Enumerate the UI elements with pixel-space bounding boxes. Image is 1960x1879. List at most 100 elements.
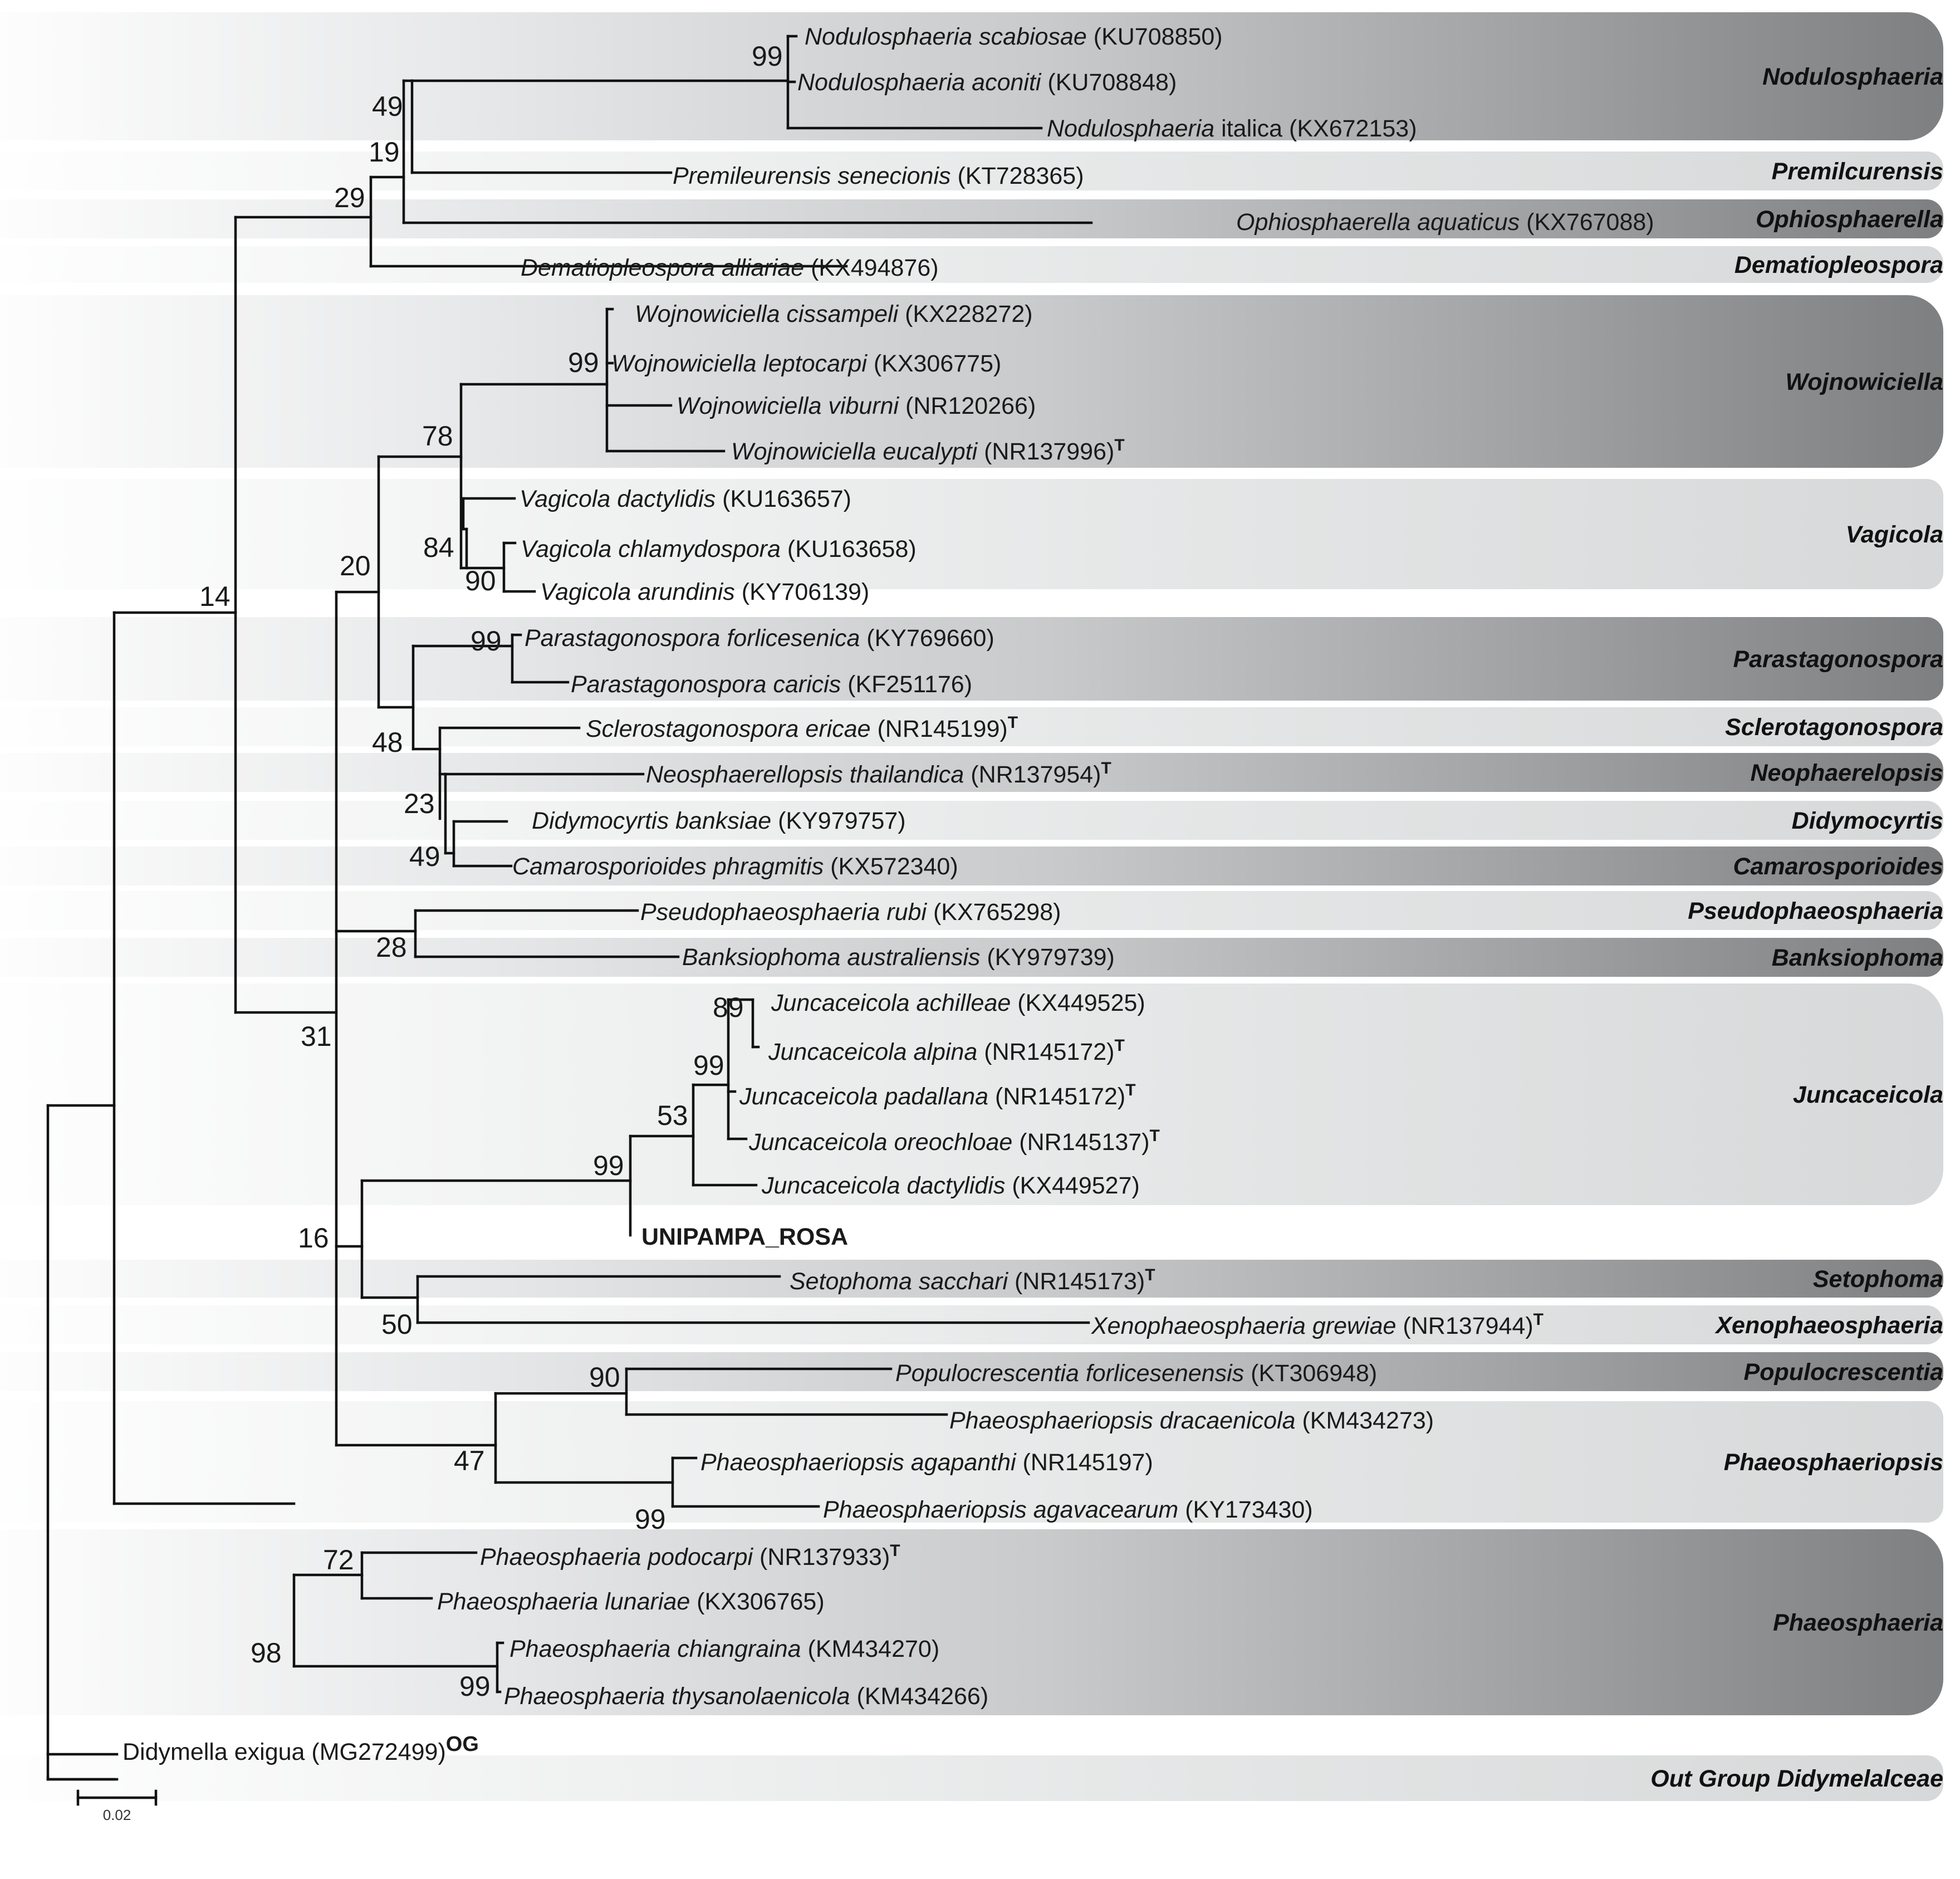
taxon-label: Phaeosphaeriopsis agavacearum (KY173430) (823, 1496, 1313, 1523)
taxon-label: UNIPAMPA_ROSA (641, 1224, 848, 1250)
bootstrap-value: 16 (298, 1222, 329, 1254)
bootstrap-value: 99 (471, 625, 502, 657)
genus-label: Dematiopleospora (1734, 252, 1943, 278)
genus-label: Phaeosphaeria (1773, 1609, 1943, 1636)
genus-label: Banksiophoma (1772, 945, 1943, 971)
band-background (0, 1305, 1943, 1344)
band-background (0, 846, 1943, 885)
band-background (0, 12, 1943, 140)
genus-label: Didymocyrtis (1792, 808, 1943, 834)
taxon-label: Phaeosphaeria lunariae (KX306765) (437, 1588, 825, 1615)
bootstrap-value: 29 (334, 182, 365, 213)
bootstrap-value: 98 (251, 1637, 282, 1668)
bootstrap-value: 99 (459, 1671, 491, 1702)
genus-label: Ophiosphaerella (1756, 206, 1943, 233)
bootstrap-value: 47 (454, 1445, 485, 1476)
taxon-label: Phaeosphaeriopsis agapanthi (NR145197) (700, 1449, 1153, 1476)
taxon-label: Parastagonospora forlicesenica (KY769660… (525, 625, 994, 652)
taxon-label: Wojnowiciella cissampeli (KX228272) (635, 301, 1033, 327)
band-camarosporioides: Camarosporioides (0, 846, 1943, 885)
genus-label: Parastagonospora (1733, 646, 1943, 673)
taxon-label: Populocrescentia forlicesenensis (KT3069… (895, 1360, 1377, 1387)
bootstrap-value: 84 (423, 532, 454, 563)
genus-label: Phaeosphaeriopsis (1724, 1449, 1943, 1476)
band-out-group-didymelalceae: Out Group Didymelalceae (0, 1755, 1943, 1801)
bootstrap-value: 14 (199, 581, 231, 612)
taxon-label: Vagicola arundinis (KY706139) (540, 579, 869, 605)
band-vagicola: Vagicola (0, 479, 1943, 589)
genus-bands: NodulosphaeriaPremilcurensisOphiosphaere… (0, 12, 1943, 1801)
band-background (0, 199, 1943, 238)
genus-label: Premilcurensis (1772, 158, 1943, 185)
taxon-label: Vagicola chlamydospora (KU163658) (521, 536, 917, 562)
band-phaeosphaeria: Phaeosphaeria (0, 1529, 1943, 1715)
taxon-label: Wojnowiciella viburni (NR120266) (677, 393, 1036, 419)
band-sclerotagonospora: Sclerotagonospora (0, 707, 1943, 746)
taxon-label: Juncaceicola oreochloae (NR145137)T (748, 1127, 1160, 1156)
bootstrap-value: 28 (376, 932, 407, 963)
genus-label: Setophoma (1813, 1266, 1943, 1293)
bootstrap-value: 99 (568, 347, 599, 378)
bootstrap-value: 99 (693, 1050, 724, 1081)
band-background (0, 891, 1943, 930)
taxon-labels: Nodulosphaeria scabiosae (KU708850) Nodul… (122, 23, 1654, 1765)
taxon-label: Dematiopleospora alliariae (KX494876) (521, 255, 939, 281)
band-juncaceicola: Juncaceicola (0, 983, 1943, 1205)
taxon-label: Phaeosphaeria podocarpi (NR137933)T (480, 1542, 900, 1570)
bootstrap-value: 19 (369, 136, 400, 168)
genus-label: Wojnowiciella (1785, 369, 1943, 395)
genus-label: Populocrescentia (1744, 1359, 1943, 1386)
bootstrap-value: 99 (752, 41, 783, 72)
band-xenophaeosphaeria: Xenophaeosphaeria (0, 1305, 1943, 1344)
taxon-label: Nodulosphaeria italica (KX672153) (1047, 115, 1417, 142)
band-background (0, 983, 1943, 1205)
taxon-label: Banksiophoma australiensis (KY979739) (682, 944, 1115, 971)
taxon-label: Setophoma sacchari (NR145173)T (790, 1266, 1155, 1295)
band-neophaerelopsis: Neophaerelopsis (0, 753, 1943, 792)
genus-label: Vagicola (1846, 521, 1943, 548)
genus-label: Camarosporioides (1733, 853, 1943, 880)
bootstrap-value: 23 (404, 788, 435, 819)
scale-bar-label: 0.02 (103, 1807, 131, 1823)
genus-label: Xenophaeosphaeria (1714, 1312, 1943, 1339)
bootstrap-value: 49 (409, 841, 440, 872)
genus-label: Out Group Didymelalceae (1650, 1765, 1943, 1792)
bootstrap-value: 50 (381, 1309, 413, 1340)
taxon-label: Juncaceicola padallana (NR145172)T (739, 1081, 1136, 1110)
taxon-label: Sclerostagonospora ericae (NR145199)T (586, 713, 1018, 742)
taxon-label: Phaeosphaeria chiangraina (KM434270) (509, 1636, 939, 1662)
bootstrap-value: 20 (340, 550, 371, 581)
taxon-label: Camarosporioides phragmitis (KX572340) (512, 853, 958, 880)
bootstrap-value: 48 (372, 727, 403, 758)
band-setophoma: Setophoma (0, 1260, 1943, 1298)
band-background (0, 1352, 1943, 1391)
genus-label: Juncaceicola (1793, 1082, 1943, 1108)
bootstrap-values: 9949192999788490209948234928143189995399… (199, 41, 783, 1702)
taxon-label: Nodulosphaeria aconiti (KU708848) (797, 69, 1177, 96)
bootstrap-value: 49 (372, 91, 403, 122)
genus-label: Pseudophaeosphaeria (1688, 898, 1943, 924)
taxon-label: Xenophaeosphaeria grewiae (NR137944)T (1091, 1310, 1543, 1339)
genus-label: Sclerotagonospora (1725, 714, 1943, 741)
band-background (0, 1755, 1943, 1801)
band-background (0, 295, 1943, 468)
genus-label: Nodulosphaeria (1762, 63, 1943, 90)
genus-label: Neophaerelopsis (1751, 760, 1944, 786)
taxon-label: Juncaceicola dactylidis (KX449527) (761, 1172, 1140, 1199)
band-phaeosphaeriopsis: Phaeosphaeriopsis (0, 1401, 1943, 1523)
band-background (0, 617, 1943, 701)
band-nodulosphaeria: Nodulosphaeria (0, 12, 1943, 140)
band-pseudophaeosphaeria: Pseudophaeosphaeria (0, 891, 1943, 930)
band-background (0, 246, 1943, 283)
taxon-label: Pseudophaeosphaeria rubi (KX765298) (640, 899, 1061, 926)
taxon-label: Nodulosphaeria scabiosae (KU708850) (805, 23, 1223, 50)
band-background (0, 151, 1943, 190)
band-background (0, 1529, 1943, 1715)
band-ophiosphaerella: Ophiosphaerella (0, 199, 1943, 238)
band-background (0, 801, 1943, 840)
bootstrap-value: 99 (593, 1150, 624, 1181)
taxon-label: Parastagonospora caricis (KF251176) (571, 671, 972, 698)
taxon-label: Vagicola dactylidis (KU163657) (520, 486, 851, 512)
band-background (0, 479, 1943, 589)
